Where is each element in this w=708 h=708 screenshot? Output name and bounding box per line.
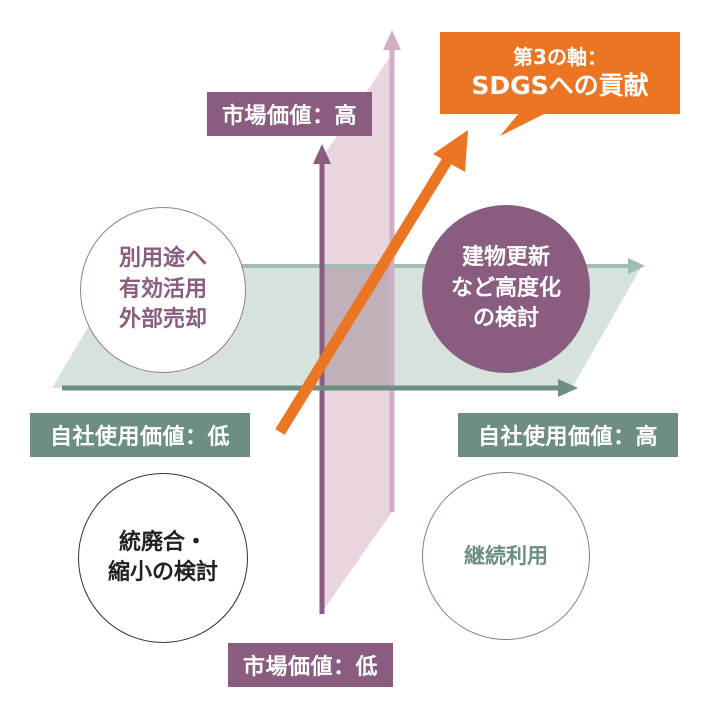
quadrant-text-line: の検討: [472, 306, 539, 332]
quadrant-bottom-right-circle: 継続利用: [422, 472, 590, 640]
market-value-low-label: 市場価値：低: [228, 643, 393, 687]
callout-line-1: 第3の軸：: [513, 44, 607, 69]
quadrant-text-line: 有効活用: [118, 276, 207, 302]
market-axis-front-arrowhead: [313, 144, 331, 164]
self-use-value-low-label: 自社使用価値：低: [30, 413, 250, 457]
quadrant-text-line: 別用途へ: [118, 246, 207, 272]
quadrant-text-line: 建物更新: [461, 245, 550, 271]
callout-tail: [500, 112, 548, 136]
quadrant-bottom-left-circle: 統廃合・ 縮小の検討: [78, 473, 248, 643]
quadrant-text-line: 外部売却: [118, 307, 207, 333]
market-value-high-label: 市場価値：高: [207, 92, 372, 136]
quadrant-top-left-circle: 別用途へ 有効活用 外部売却: [80, 207, 246, 373]
callout-line-2: SDGSへの貢献: [471, 70, 649, 100]
quadrant-text-line: 継続利用: [464, 543, 548, 568]
self-use-axis-back-arrowhead: [628, 258, 645, 274]
self-use-axis-front-arrowhead: [558, 379, 578, 397]
market-axis-back-arrowhead: [383, 30, 401, 50]
quadrant-top-right-circle: 建物更新 など高度化 の検討: [422, 205, 590, 373]
self-use-value-high-label: 自社使用価値：高: [458, 413, 678, 457]
sdgs-axis-arrowhead: [433, 130, 468, 172]
quadrant-text-line: 縮小の検討: [107, 560, 218, 585]
sdgs-axis: [275, 153, 455, 435]
sdgs-callout: 第3の軸： SDGSへの貢献: [440, 32, 680, 114]
quadrant-text-line: 統廃合・: [118, 529, 207, 555]
quadrant-text-line: など高度化: [450, 275, 561, 301]
plane-overlap: [322, 266, 392, 388]
